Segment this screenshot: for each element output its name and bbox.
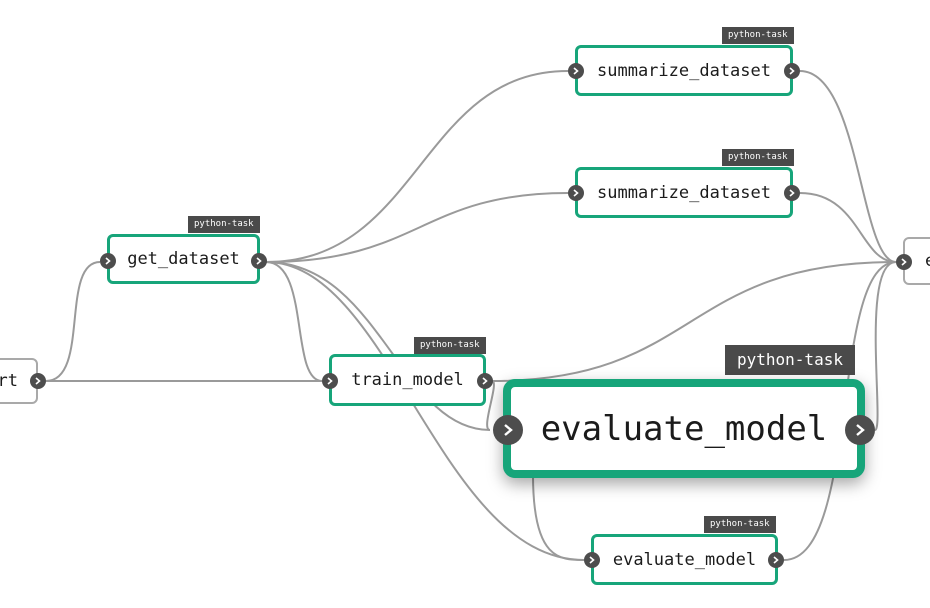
- port-get-dataset-in[interactable]: [100, 253, 116, 269]
- port-train-model-in[interactable]: [322, 373, 338, 389]
- node-get-dataset-tag: python-task: [188, 216, 260, 233]
- port-start-out[interactable]: [30, 373, 46, 389]
- node-end-label: e: [925, 251, 930, 271]
- chevron-right-icon: [482, 377, 488, 385]
- node-evaluate-big[interactable]: evaluate_model: [503, 379, 865, 478]
- node-evaluate-big-label: evaluate_model: [540, 408, 828, 449]
- chevron-right-icon: [773, 556, 779, 564]
- node-evaluate-small-tag: python-task: [704, 516, 776, 533]
- port-summarize-1-in[interactable]: [568, 63, 584, 79]
- chevron-right-icon: [327, 377, 333, 385]
- port-evaluate-small-out[interactable]: [768, 552, 784, 568]
- chevron-right-icon: [901, 258, 907, 266]
- edge-get-dataset-train-model: [265, 261, 323, 382]
- node-evaluate-big-tag: python-task: [725, 345, 855, 375]
- edge-get-dataset-evaluate-big: [265, 261, 491, 431]
- chevron-right-icon: [789, 67, 795, 75]
- edge-summarize-2-end: [799, 192, 897, 263]
- port-summarize-1-out[interactable]: [784, 63, 800, 79]
- node-summarize-2[interactable]: summarize_dataset: [575, 167, 793, 218]
- edge-get-dataset-evaluate-small: [265, 261, 585, 561]
- node-evaluate-small-label: evaluate_model: [612, 549, 757, 570]
- chevron-right-icon: [105, 257, 111, 265]
- chevron-right-icon: [573, 189, 579, 197]
- edge-start-get-dataset: [45, 261, 101, 382]
- node-summarize-2-label: summarize_dataset: [597, 182, 771, 203]
- node-start-label: rt: [0, 371, 18, 391]
- node-evaluate-small[interactable]: evaluate_model: [591, 534, 778, 585]
- node-summarize-2-tag: python-task: [722, 149, 794, 166]
- node-train-model[interactable]: train_model: [329, 354, 486, 406]
- port-evaluate-small-in[interactable]: [584, 552, 600, 568]
- edge-get-dataset-summarize-2: [265, 192, 569, 263]
- port-summarize-2-in[interactable]: [568, 185, 584, 201]
- node-get-dataset-label: get_dataset: [127, 249, 240, 269]
- port-end-in[interactable]: [896, 254, 912, 270]
- node-summarize-1-tag: python-task: [722, 27, 794, 44]
- node-train-model-tag: python-task: [414, 337, 486, 354]
- port-evaluate-big-out[interactable]: [845, 415, 875, 445]
- chevron-right-icon: [504, 424, 513, 436]
- chevron-right-icon: [573, 67, 579, 75]
- port-train-model-out[interactable]: [477, 373, 493, 389]
- node-get-dataset[interactable]: get_dataset: [107, 234, 260, 284]
- node-summarize-1[interactable]: summarize_dataset: [575, 45, 793, 96]
- edge-summarize-1-end: [799, 70, 897, 263]
- chevron-right-icon: [35, 377, 41, 385]
- edge-train-model-end: [491, 261, 897, 382]
- node-summarize-1-label: summarize_dataset: [597, 60, 771, 81]
- node-train-model-label: train_model: [351, 370, 464, 390]
- edge-get-dataset-summarize-1: [265, 70, 569, 263]
- port-summarize-2-out[interactable]: [784, 185, 800, 201]
- edge-evaluate-big-end: [874, 261, 897, 431]
- edge-train-model-evaluate-big: [486, 380, 495, 431]
- port-evaluate-big-in[interactable]: [493, 415, 523, 445]
- chevron-right-icon: [256, 257, 262, 265]
- edge-evaluate-big-evaluate-small: [532, 474, 585, 561]
- chevron-right-icon: [589, 556, 595, 564]
- chevron-right-icon: [789, 189, 795, 197]
- chevron-right-icon: [856, 424, 865, 436]
- port-get-dataset-out[interactable]: [251, 253, 267, 269]
